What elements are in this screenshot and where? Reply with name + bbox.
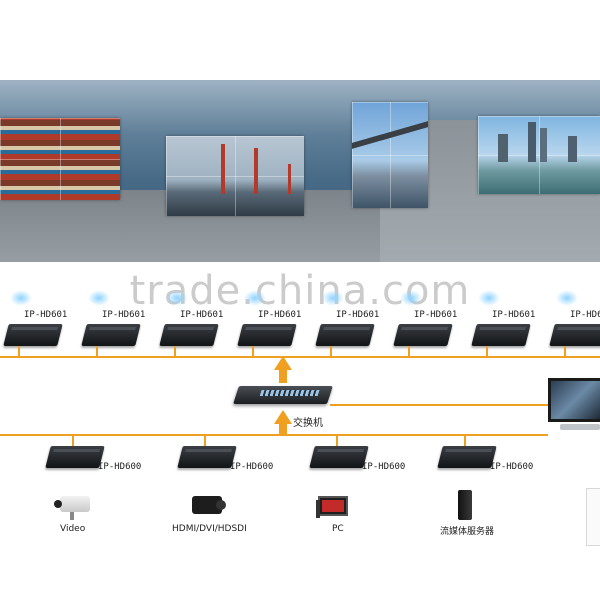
container-panel [0,118,120,200]
control-line [330,404,550,406]
decoder-box [393,324,453,346]
decoder-label: IP-HD601 [180,310,224,320]
side-thumbnail [586,488,600,546]
monitor-icon [548,378,600,422]
encoder-box [437,446,497,468]
skyline-panel [478,116,600,194]
decoder-label: IP-HD601 [570,310,600,320]
source-label: Video [60,524,86,534]
camcorder-icon [192,496,226,514]
decoder-box [237,324,297,346]
encoder-label: IP-HD600 [362,462,406,472]
encoder-label: IP-HD600 [490,462,534,472]
encoder-wire [72,436,74,446]
decoder-wire [18,346,20,356]
encoder-wire [204,436,206,446]
decoder-label: IP-HD601 [336,310,380,320]
video-wall [0,80,600,262]
decoder-label: IP-HD601 [258,310,302,320]
switch-label: 交换机 [293,418,323,429]
light-beam-icon [10,290,32,306]
decoder-bus [0,356,600,358]
cranes-panel [166,136,304,216]
decoder-wire [252,346,254,356]
light-beam-icon [556,290,578,306]
light-beam-icon [166,290,188,306]
keyboard-icon [560,424,600,430]
arrow-shaft [279,423,287,435]
encoder-bus [0,434,548,436]
decoder-box [549,324,600,346]
light-beam-icon [88,290,110,306]
light-beam-icon [478,290,500,306]
encoder-box [309,446,369,468]
source-label: HDMI/DVI/HDSDI [172,524,247,534]
decoder-wire [486,346,488,356]
up-arrow-icon [274,356,292,370]
encoder-label: IP-HD600 [230,462,274,472]
encoder-wire [336,436,338,446]
light-beam-icon [322,290,344,306]
bridge-panel [352,102,428,208]
decoder-wire [408,346,410,356]
server-icon [458,490,472,520]
up-arrow-icon [274,410,292,424]
decoder-wire [96,346,98,356]
encoder-box [45,446,105,468]
encoder-wire [464,436,466,446]
decoder-label: IP-HD601 [102,310,146,320]
camera-icon [54,496,90,520]
decoder-label: IP-HD601 [24,310,68,320]
decoder-wire [564,346,566,356]
decoder-box [471,324,531,346]
decoder-box [3,324,63,346]
encoder-label: IP-HD600 [98,462,142,472]
light-beam-icon [400,290,422,306]
pc-icon [316,496,348,518]
arrow-shaft [279,369,287,383]
decoder-label: IP-HD601 [492,310,536,320]
decoder-wire [174,346,176,356]
decoder-wire [330,346,332,356]
source-label: 流媒体服务器 [440,527,495,537]
network-switch [233,386,333,404]
decoder-box [159,324,219,346]
decoder-label: IP-HD601 [414,310,458,320]
decoder-box [315,324,375,346]
source-label: PC [332,524,344,534]
decoder-box [81,324,141,346]
light-beam-icon [244,290,266,306]
encoder-box [177,446,237,468]
